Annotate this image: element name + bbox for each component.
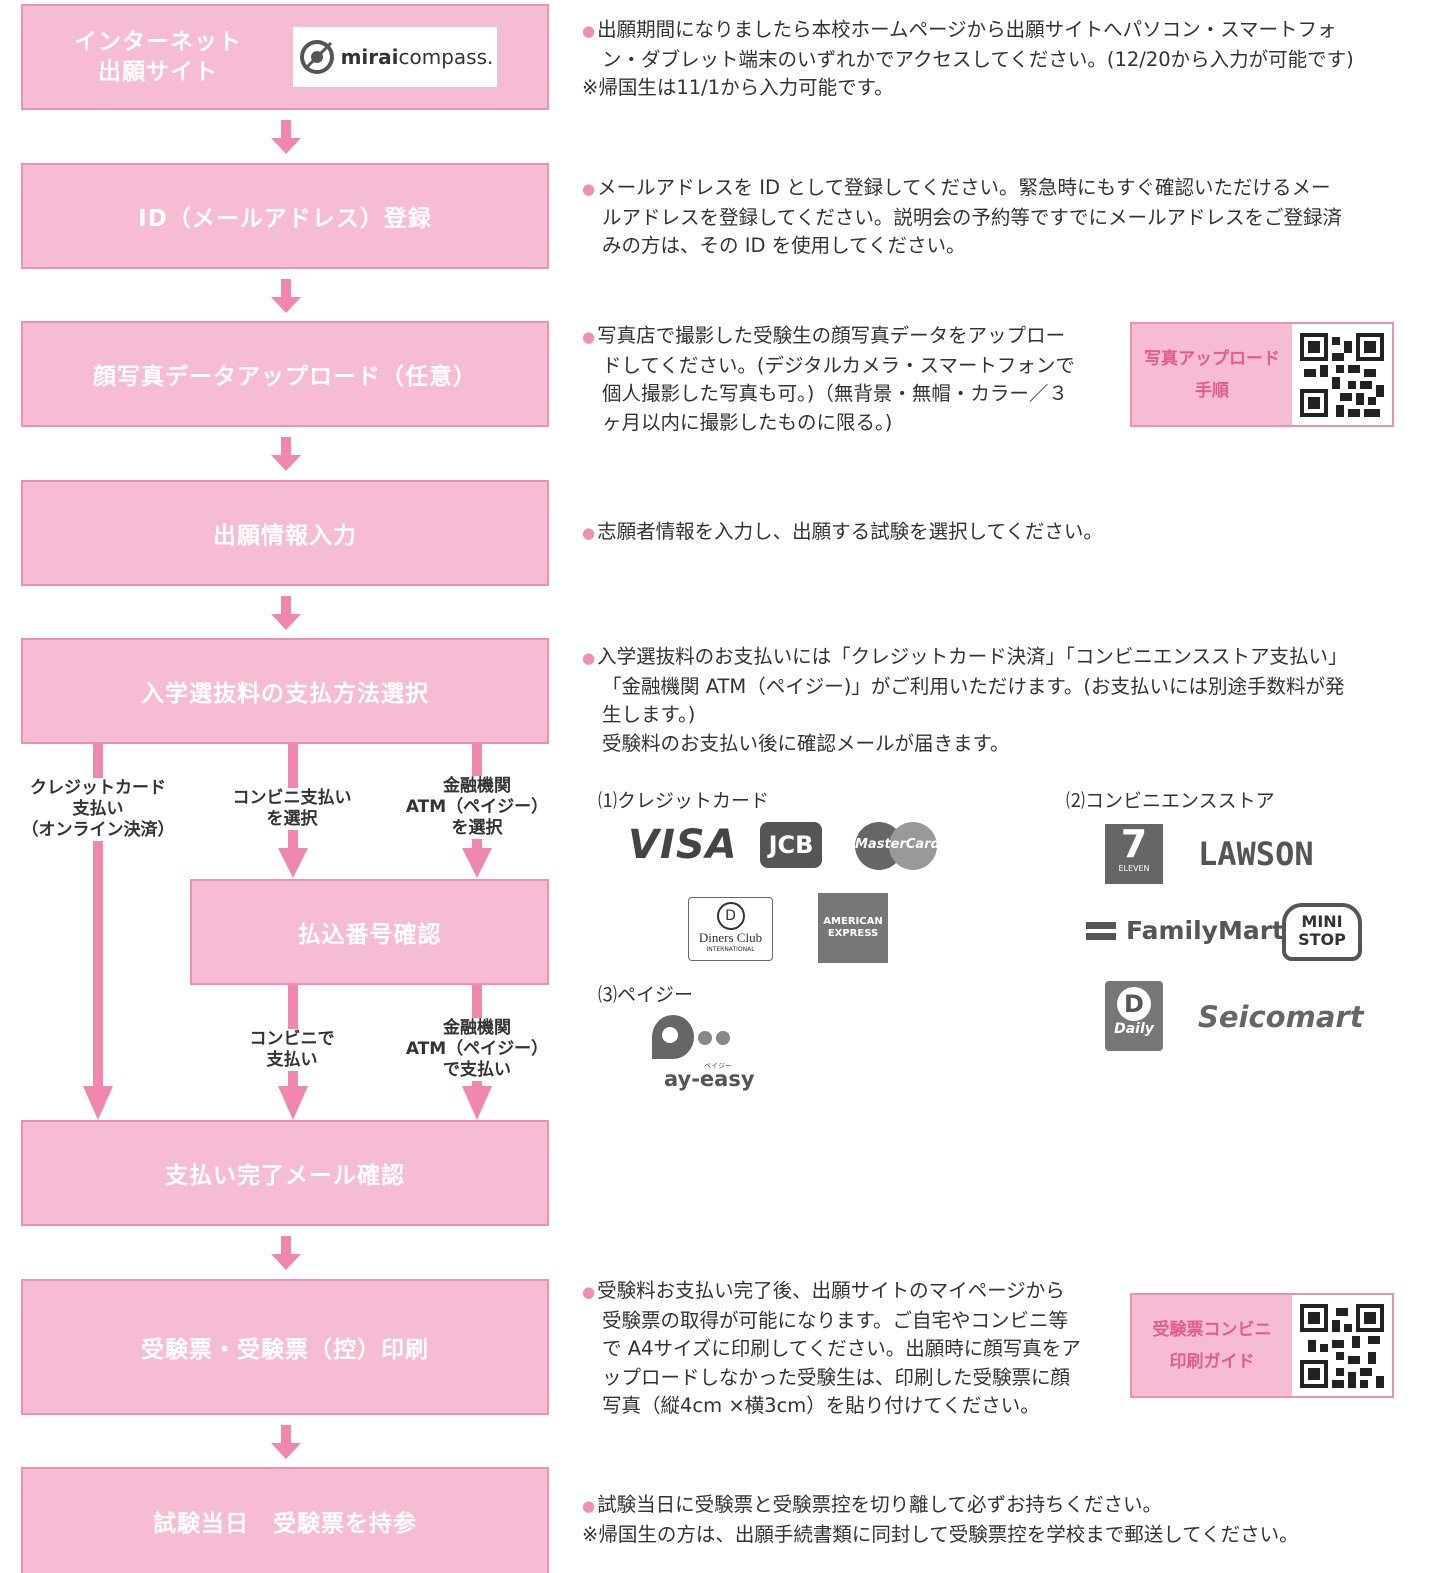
step-application-info: 出願情報入力 <box>21 480 549 586</box>
step-exam-day: 試験当日 受験票を持参 <box>21 1467 549 1573</box>
step-payment-confirmation: 支払い完了メール確認 <box>21 1120 549 1226</box>
logo-prefix: mirai <box>340 45 399 69</box>
visa-logo: VISA <box>628 822 738 868</box>
payeasy-heading: ⑶ペイジー <box>598 984 694 1006</box>
credit-heading: ⑴クレジットカード <box>598 790 770 812</box>
desc-step4: ●志願者情報を入力し、出願する試験を選択してください。 <box>582 520 1103 543</box>
photo-upload-guide[interactable]: 写真アップロード手順 <box>1130 322 1394 427</box>
arrow-down-icon <box>271 120 301 154</box>
step-print-ticket: 受験票・受験票（控）印刷 <box>21 1279 549 1415</box>
arrow-down-icon <box>271 1425 301 1459</box>
desc-step3: ●写真店で撮影した受験生の顔写真データをアップロー ドしてください。(デジタルカ… <box>582 324 1075 434</box>
step-photo-upload: 顔写真データアップロード（任意） <box>21 321 549 427</box>
conv-select-label: コンビニ支払いを選択 <box>222 788 362 830</box>
desc-step5: ●入学選抜料のお支払いには「クレジットカード決済」「コンビニエンスストア支払い」… <box>582 645 1348 755</box>
credit-branch-label: クレジットカード支払い（オンライン決済） <box>18 778 178 841</box>
bullet-icon: ● <box>582 1283 596 1301</box>
lawson-logo: LAWSON <box>1198 835 1314 873</box>
arrow-down-icon <box>462 848 492 878</box>
desc-step9: ●試験当日に受験票と受験票控を切り離して必ずお持ちください。 ※帰国生の方は、出… <box>582 1493 1299 1546</box>
desc-step1: ●出願期間になりましたら本校ホームページから出願サイトへパソコン・スマートフォ … <box>582 18 1354 99</box>
arrow-down-icon <box>271 279 301 313</box>
diners-club-icon: D <box>716 902 745 930</box>
seicomart-logo: Seicomart <box>1198 1000 1364 1034</box>
bullet-icon: ● <box>582 1497 596 1515</box>
conv-pay-label: コンビニで支払い <box>232 1029 352 1071</box>
compass-icon <box>299 40 334 74</box>
step-id-registration: ID（メールアドレス）登録 <box>21 163 549 269</box>
step-label: インターネット 出願サイト <box>74 29 242 85</box>
arrow-down-icon <box>278 848 308 878</box>
qr-code-icon <box>1300 332 1384 417</box>
arrow-down-icon <box>271 437 301 471</box>
daily-yamazaki-logo: D Daily <box>1105 981 1163 1051</box>
bullet-icon: ● <box>582 180 596 198</box>
mastercard-logo: MasterCard <box>855 822 940 870</box>
diners-club-logo: D Diners Club INTERNATIONAL <box>688 897 773 961</box>
arrow-down-icon <box>278 1086 308 1120</box>
desc-step8: ●受験料お支払い完了後、出願サイトのマイページから 受験票の取得が可能になります… <box>582 1279 1081 1417</box>
bullet-icon: ● <box>582 22 596 40</box>
bullet-icon: ● <box>582 649 596 667</box>
bullet-icon: ● <box>582 524 596 542</box>
bullet-icon: ● <box>582 328 596 346</box>
step-payment-method: 入学選抜料の支払方法選択 <box>21 638 549 744</box>
seven-eleven-logo: 7 ELEVEN <box>1105 824 1163 884</box>
arrow-down-icon <box>271 1236 301 1270</box>
qr-code-icon <box>1300 1303 1384 1388</box>
step-payment-number: 払込番号確認 <box>190 879 549 985</box>
logo-suffix: compass. <box>398 45 494 69</box>
jcb-logo: JCB <box>760 822 822 868</box>
payeasy-logo: ペイジー ay-easy <box>646 1015 756 1095</box>
arrow-down-icon <box>462 1086 492 1120</box>
credit-branch-line <box>93 744 103 1100</box>
arrow-down-icon <box>271 596 301 630</box>
convenience-heading: ⑵コンビニエンスストア <box>1066 790 1275 812</box>
ticket-print-guide[interactable]: 受験票コンビニ印刷ガイド <box>1130 1293 1394 1398</box>
desc-step2: ●メールアドレスを ID として登録してください。緊急時にもすぐ確認いただけるメ… <box>582 176 1343 257</box>
arrow-down-icon <box>83 1086 113 1120</box>
